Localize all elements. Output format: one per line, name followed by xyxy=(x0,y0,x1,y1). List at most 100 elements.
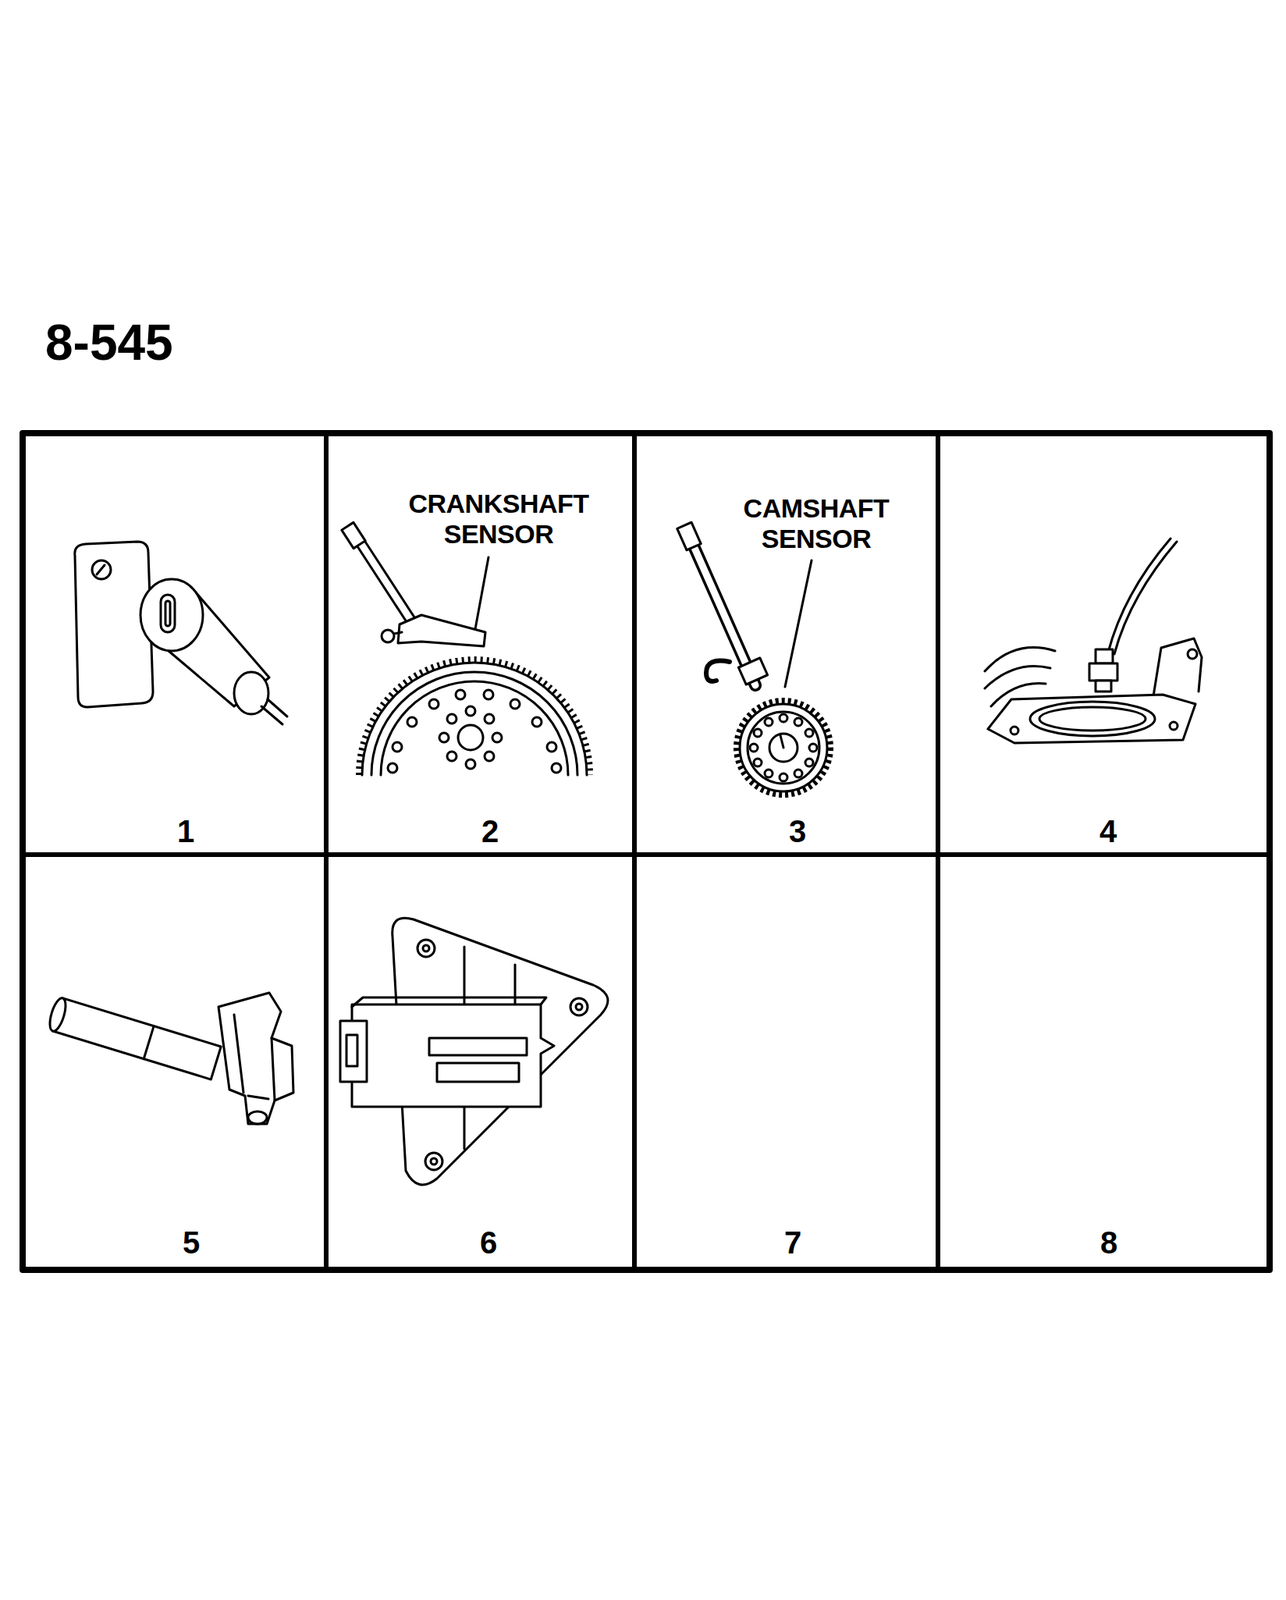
cam-gear-drawing-part xyxy=(706,660,730,682)
sensor-drawing-part xyxy=(46,996,221,1080)
cam-gear-drawing-part xyxy=(794,769,803,778)
cam-gear-drawing-part xyxy=(779,773,788,782)
cam-gear-drawing-part xyxy=(764,769,773,778)
module-drawing-part xyxy=(425,1152,443,1170)
cam-gear-drawing-part xyxy=(753,758,762,767)
module-drawing-part xyxy=(417,939,435,957)
flywheel-drawing-part xyxy=(429,699,439,709)
grid-cell: 8 xyxy=(937,854,1270,1270)
flywheel-drawing-part xyxy=(362,662,587,775)
grid-cell: 4 xyxy=(937,433,1270,855)
grid-cell: 1 xyxy=(22,433,327,855)
grid-cell: CRANKSHAFT SENSOR 2 xyxy=(326,433,635,855)
flywheel-drawing-part xyxy=(547,742,557,752)
grid-cell: 5 xyxy=(22,854,327,1270)
flywheel-drawing-part xyxy=(532,717,542,727)
cam-gear-drawing-part xyxy=(736,700,831,795)
flywheel-drawing-part xyxy=(357,541,418,627)
cam-gear-drawing-part xyxy=(738,657,768,685)
flywheel-drawing-part xyxy=(465,706,476,716)
flywheel-drawing-part xyxy=(394,632,402,634)
flywheel-drawing-part xyxy=(371,671,578,775)
cam-gear-drawing xyxy=(677,522,831,795)
callout-number: 8 xyxy=(1100,1225,1118,1260)
module-drawing xyxy=(340,917,608,1185)
module-drawing-part xyxy=(351,1004,555,1107)
cam-gear-drawing-part xyxy=(749,743,758,752)
flywheel-drawing-part xyxy=(358,659,590,775)
cam-gear-drawing-part xyxy=(753,728,762,737)
manifold-drawing-part xyxy=(1030,701,1155,736)
flywheel-drawing-part xyxy=(397,614,486,647)
outer-frame xyxy=(22,433,1270,1270)
sensor-drawing-part xyxy=(248,1111,267,1124)
page-number-title: 8-545 xyxy=(45,313,174,372)
flywheel-drawing-part xyxy=(341,522,366,548)
grid-cell: 6 xyxy=(326,854,635,1270)
leader-line xyxy=(475,557,489,629)
cam-gear-drawing-part xyxy=(779,714,788,722)
manifold-drawing-part xyxy=(1095,649,1113,664)
callout-number: 2 xyxy=(481,813,499,849)
manifold-drawing-part xyxy=(1187,649,1198,659)
flywheel-drawing-part xyxy=(439,732,449,743)
cam-gear-drawing-part xyxy=(677,522,701,551)
flywheel-drawing-part xyxy=(447,751,457,761)
flywheel-drawing-part xyxy=(392,742,402,752)
module-drawing-part xyxy=(351,997,547,1007)
sensor-drawing-part xyxy=(165,600,171,626)
cam-gear-drawing-part xyxy=(747,711,820,784)
sensor-drawing-part xyxy=(261,699,288,725)
flywheel-drawing-part xyxy=(551,763,562,773)
flywheel-drawing xyxy=(341,522,590,775)
flywheel-drawing-part xyxy=(407,717,417,727)
flywheel-drawing-part xyxy=(458,724,484,750)
sensor-drawing xyxy=(74,541,288,725)
cam-gear-drawing-part xyxy=(780,735,784,748)
flywheel-drawing-part xyxy=(447,714,457,724)
flywheel-drawing-part xyxy=(465,759,476,769)
cam-gear-drawing-part xyxy=(739,703,828,792)
manifold-drawing-part xyxy=(1153,638,1202,697)
module-drawing-part xyxy=(570,998,588,1016)
flywheel-drawing-part xyxy=(455,689,466,700)
sensor-drawing-part-part xyxy=(53,998,222,1080)
module-drawing-part xyxy=(575,1003,583,1010)
callout-number: 4 xyxy=(1099,813,1117,849)
cam-gear-drawing-part xyxy=(809,743,818,752)
flywheel-drawing-part xyxy=(483,689,494,700)
flywheel-drawing-part xyxy=(484,751,494,761)
sensor-drawing-part-part xyxy=(143,1026,154,1059)
cam-gear-drawing-part xyxy=(805,758,814,767)
module-drawing-part xyxy=(430,1158,437,1165)
flywheel-drawing-part xyxy=(380,681,569,775)
module-drawing-part xyxy=(429,1037,527,1056)
manifold-drawing-part xyxy=(1089,663,1118,681)
cam-gear-drawing-part xyxy=(764,717,773,726)
sensor-drawing-part xyxy=(160,594,175,633)
sensor-drawing-part-part xyxy=(46,996,69,1034)
callout-number: 5 xyxy=(182,1225,200,1260)
flywheel-drawing-part xyxy=(492,732,502,743)
module-drawing-part xyxy=(422,944,430,952)
grid-cell: 7 xyxy=(634,854,938,1270)
leader-line xyxy=(785,560,812,687)
flywheel-drawing-part xyxy=(484,714,494,724)
sensor-drawing-part xyxy=(96,564,105,575)
callout-number: 6 xyxy=(479,1225,498,1260)
manifold-drawing-part xyxy=(1010,726,1019,735)
cam-gear-drawing-part xyxy=(805,728,814,737)
manifold-drawing-part xyxy=(987,694,1196,743)
manifold-drawing-part xyxy=(1095,680,1112,692)
part-label: CRANKSHAFT SENSOR xyxy=(397,488,601,550)
module-drawing-part xyxy=(436,1062,519,1082)
module-drawing-part xyxy=(340,1020,367,1082)
flywheel-drawing-part xyxy=(510,699,520,709)
grid-cell: CAMSHAFT SENSOR3 xyxy=(634,433,938,855)
sensor-drawing-part xyxy=(92,560,111,580)
sensor-drawing xyxy=(46,992,294,1124)
callout-number: 7 xyxy=(784,1225,802,1260)
module-drawing-part xyxy=(346,1034,358,1066)
